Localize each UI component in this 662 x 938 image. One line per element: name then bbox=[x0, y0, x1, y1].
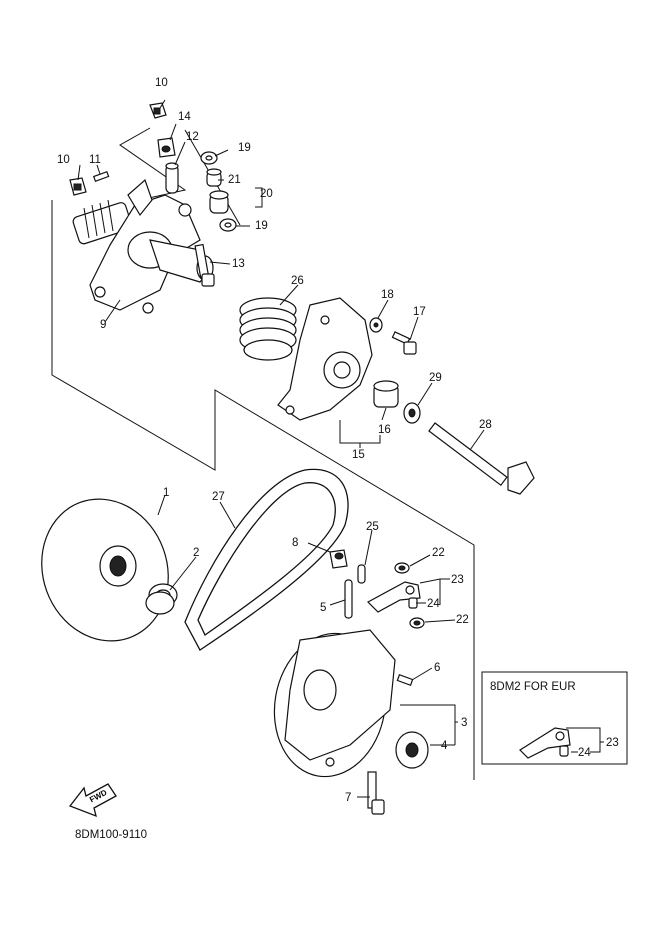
part-16-bushing bbox=[373, 380, 399, 408]
part-25-pin bbox=[357, 564, 366, 584]
part-23-arm bbox=[367, 581, 421, 613]
callout-labels: 10 14 12 19 10 11 21 20 19 13 26 18 17 9… bbox=[57, 77, 492, 804]
part-8-plug bbox=[329, 549, 348, 569]
inset-callout-24: 24 bbox=[578, 747, 591, 759]
callout-20: 20 bbox=[260, 188, 273, 200]
callout-13: 13 bbox=[232, 258, 245, 270]
fwd-arrow-icon: FWD bbox=[68, 783, 117, 818]
part-15-cover bbox=[277, 297, 373, 421]
callout-21: 21 bbox=[228, 174, 241, 186]
callout-11: 11 bbox=[89, 154, 101, 166]
part-22-washer-bottom bbox=[409, 617, 425, 629]
callout-16: 16 bbox=[378, 424, 391, 436]
callout-26: 26 bbox=[291, 275, 304, 287]
part-21-collar bbox=[206, 168, 222, 187]
inset-part-24-roller bbox=[559, 745, 569, 757]
part-4-seal bbox=[395, 731, 429, 769]
part-3-secondary-sheave bbox=[273, 629, 396, 778]
part-6-screw bbox=[396, 674, 414, 686]
leader-lines bbox=[77, 99, 485, 798]
callout-8: 8 bbox=[292, 537, 298, 549]
callout-5: 5 bbox=[320, 602, 326, 614]
callout-3: 3 bbox=[461, 717, 467, 729]
callout-27: 27 bbox=[212, 491, 225, 503]
part-13-bolt bbox=[194, 243, 215, 287]
callout-14: 14 bbox=[178, 111, 191, 123]
catalog-code: 8DM100-9110 bbox=[75, 829, 147, 841]
callout-7: 7 bbox=[345, 792, 351, 804]
part-26-spring bbox=[239, 297, 297, 361]
part-12-pin bbox=[165, 162, 179, 194]
inset-title: 8DM2 FOR EUR bbox=[490, 681, 576, 693]
part-22-washer-top bbox=[394, 562, 410, 574]
inset-frame bbox=[481, 671, 628, 765]
inset-8dm2-for-eur: 8DM2 FOR EUR 23 24 bbox=[481, 671, 628, 765]
part-19-washer-top bbox=[200, 151, 218, 165]
inset-part-23-arm bbox=[519, 727, 571, 759]
callout-15: 15 bbox=[352, 449, 365, 461]
part-18-washer bbox=[369, 317, 383, 333]
part-7-bolt bbox=[367, 771, 385, 815]
part-10-clip-left bbox=[69, 177, 87, 196]
part-14-slider bbox=[157, 137, 176, 158]
callout-19-top: 19 bbox=[238, 142, 251, 154]
callout-22-bottom: 22 bbox=[456, 614, 469, 626]
part-27-belt bbox=[184, 468, 349, 651]
callout-6: 6 bbox=[434, 662, 440, 674]
part-20-bushing bbox=[209, 190, 229, 214]
callout-28: 28 bbox=[479, 419, 492, 431]
part-5-pin bbox=[344, 579, 353, 619]
callout-18: 18 bbox=[381, 289, 394, 301]
part-1-sheave bbox=[41, 498, 169, 642]
callout-25: 25 bbox=[366, 521, 379, 533]
part-24-roller bbox=[408, 597, 418, 609]
callout-4: 4 bbox=[441, 740, 448, 752]
callout-29: 29 bbox=[429, 372, 442, 384]
part-10-clip-top bbox=[149, 102, 167, 119]
part-9-spider bbox=[72, 178, 214, 314]
callout-12: 12 bbox=[186, 131, 199, 143]
callout-2: 2 bbox=[193, 547, 199, 559]
part-29-washer bbox=[403, 402, 421, 424]
callout-17: 17 bbox=[413, 306, 426, 318]
callout-10-left: 10 bbox=[57, 154, 70, 166]
callout-22-top: 22 bbox=[432, 547, 445, 559]
part-17-bolt bbox=[391, 331, 417, 355]
callout-9: 9 bbox=[100, 319, 106, 331]
callout-1: 1 bbox=[163, 487, 169, 499]
part-11-pin bbox=[92, 170, 110, 182]
callout-24: 24 bbox=[427, 598, 440, 610]
part-19-washer-bottom bbox=[219, 218, 237, 232]
callout-19-bottom: 19 bbox=[255, 220, 268, 232]
inset-callout-23: 23 bbox=[606, 737, 619, 749]
part-28-bolt bbox=[428, 422, 535, 495]
callout-10-top: 10 bbox=[155, 77, 168, 89]
callout-23: 23 bbox=[451, 574, 464, 586]
